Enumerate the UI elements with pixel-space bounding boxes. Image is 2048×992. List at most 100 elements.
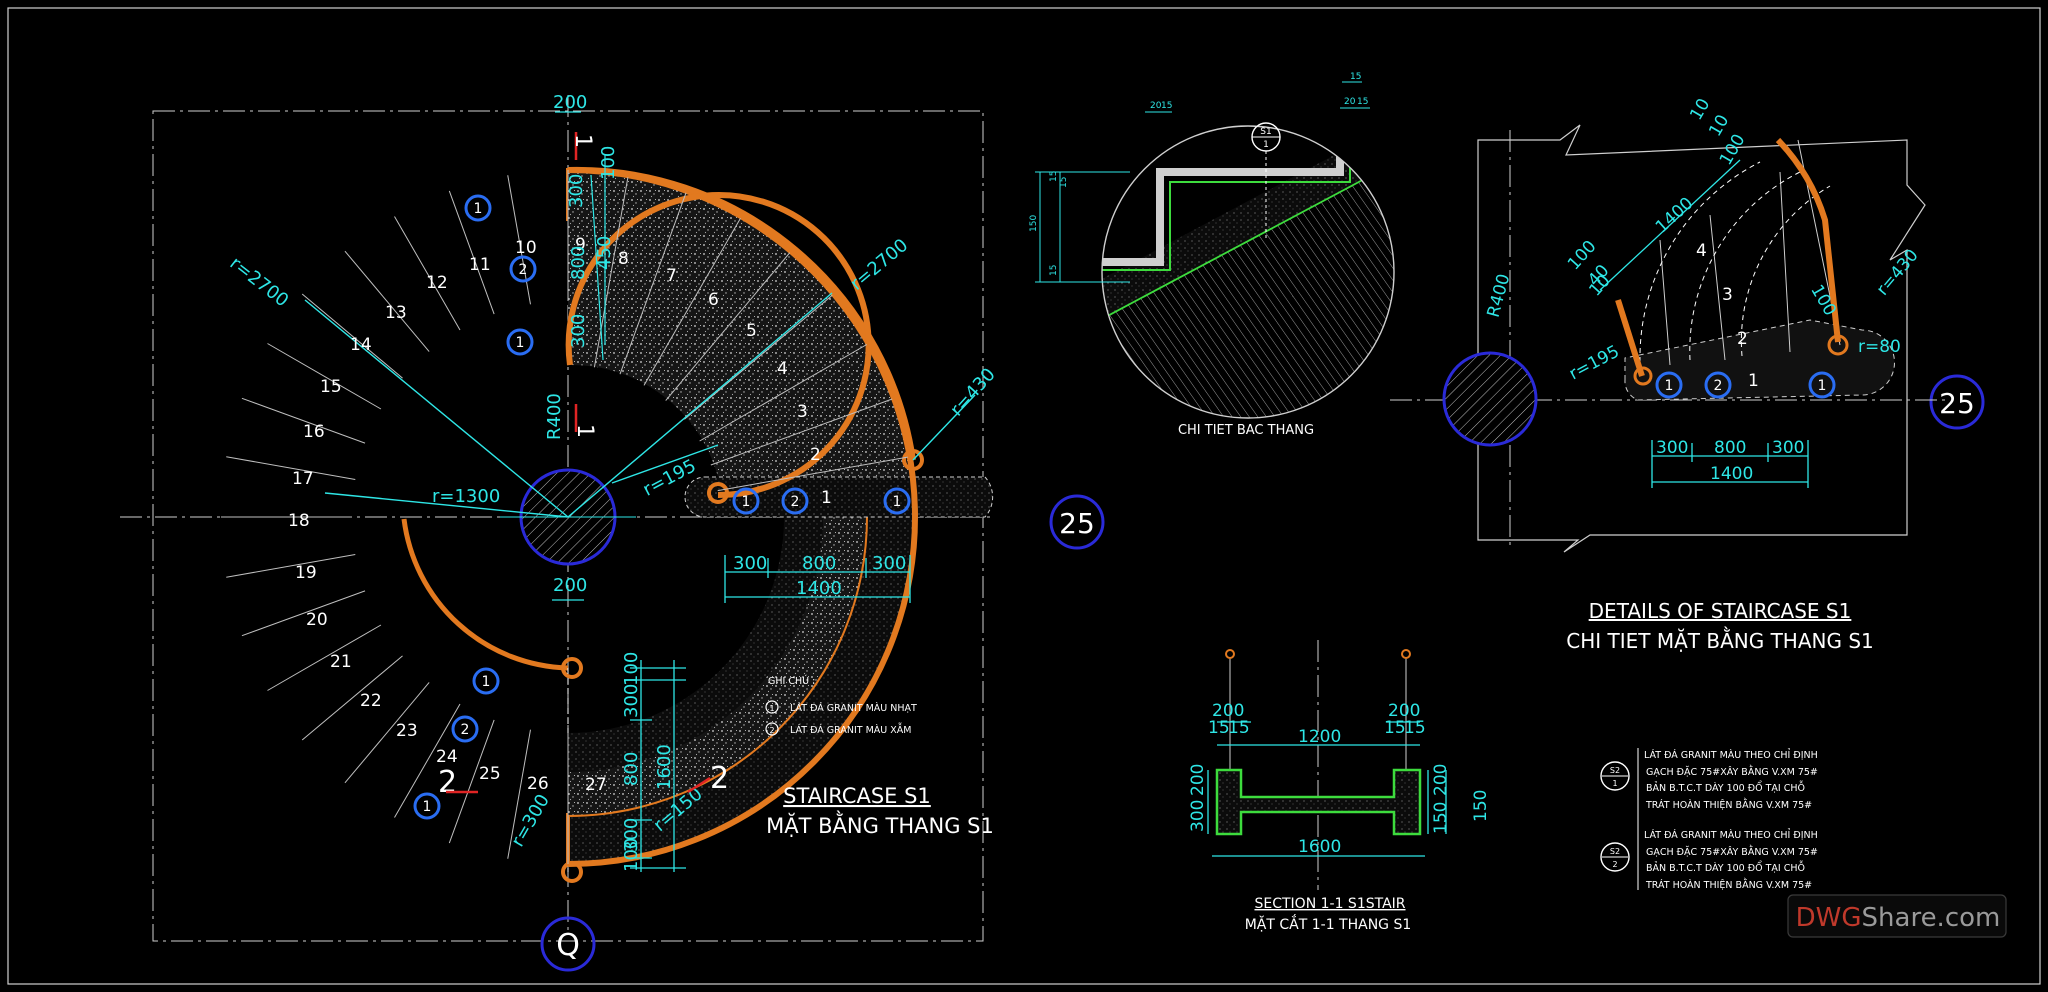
- note-1-line-3: BẢN B.T.C.T DÀY 100 ĐỔ TẠI CHỖ: [1646, 781, 1805, 794]
- section-mark-2-left: 2: [438, 765, 457, 800]
- step-number: 14: [350, 335, 372, 355]
- dim-text: 300: [733, 553, 767, 574]
- staircase-detail-plan: 1 2 3 4 1 2 1 1400 100 40 10 10 10 100 1…: [1390, 95, 1950, 653]
- step-number: 9: [575, 235, 586, 255]
- step-number: 21: [330, 652, 352, 672]
- step-number: 5: [746, 321, 757, 341]
- svg-text:1: 1: [1665, 378, 1674, 394]
- step-number: 7: [666, 266, 677, 286]
- svg-text:1400: 1400: [1652, 193, 1698, 237]
- svg-text:150: 150: [1029, 215, 1039, 232]
- grid-bubble-label: Q: [556, 928, 580, 963]
- step-line: [344, 250, 430, 352]
- step-line: [717, 456, 908, 492]
- detail-column: [1442, 351, 1538, 447]
- staircase-plan: 1 2 3 4 5 6 7 8 9 10 11 12 13 14 15 16 1…: [120, 92, 1000, 972]
- svg-text:1: 1: [482, 674, 491, 690]
- grid-bubble-q: [540, 916, 596, 972]
- step-number: 3: [797, 402, 808, 422]
- step-number: 17: [292, 469, 314, 489]
- note-1-line-4: TRÁT HOÀN THIỆN BẰNG V.XM 75#: [1645, 798, 1812, 811]
- section-dims: 200 15 15 200 15 15 1200 1600 200 300 20…: [1188, 701, 1491, 857]
- note-1-line-2: GẠCH ĐẶC 75#XÂY BẰNG V.XM 75#: [1646, 765, 1818, 778]
- section-profile: [1215, 768, 1422, 836]
- step-line: [344, 682, 430, 784]
- svg-text:20: 20: [1344, 97, 1356, 107]
- detail-step-number: 2: [1737, 329, 1748, 349]
- svg-text:r=430: r=430: [1873, 246, 1923, 300]
- svg-text:15: 15: [1350, 72, 1361, 82]
- svg-text:1: 1: [1818, 378, 1827, 394]
- step-number: 19: [295, 563, 317, 583]
- step-callout-bottom: 1: [1263, 140, 1269, 150]
- dim-text: R400: [544, 393, 565, 440]
- step-line: [507, 729, 531, 859]
- section-mark-1-bottom: 1: [572, 424, 597, 438]
- step-number: 18: [288, 511, 310, 531]
- step-number: 1: [821, 488, 832, 508]
- svg-text:150: 150: [1471, 790, 1491, 822]
- plan-title-vn: MẶT BẰNG THANG S1: [766, 810, 994, 838]
- section-1-1: 200 15 15 200 15 15 1200 1600 200 300 20…: [1188, 640, 1491, 933]
- step-detail: S1 1 20 15 15 20 15 150 15 15 15 CHI TIE…: [1029, 72, 1395, 438]
- svg-text:200: 200: [1388, 701, 1420, 721]
- step-line: [448, 190, 495, 315]
- svg-text:2: 2: [1714, 378, 1723, 394]
- dim-text: 200: [553, 92, 587, 113]
- watermark: DWGShare.com: [1787, 894, 2007, 938]
- break-frame: [1477, 124, 1926, 553]
- inner-handrail: [565, 192, 872, 499]
- svg-text:150: 150: [1431, 802, 1451, 834]
- step-detail-circle: [1101, 125, 1395, 419]
- scale-bubble-1: [1049, 494, 1105, 550]
- sheet-border: [7, 7, 2041, 985]
- step-number: 16: [303, 422, 325, 442]
- step-number: 12: [426, 273, 448, 293]
- svg-text:15: 15: [1049, 265, 1059, 276]
- dim-text: 100: [598, 146, 619, 180]
- watermark-part-2: Share.com: [1862, 903, 2001, 933]
- step-number: 27: [585, 775, 607, 795]
- step-line: [710, 398, 893, 466]
- material-tags: [413, 194, 911, 820]
- svg-text:2: 2: [1612, 860, 1617, 869]
- svg-text:1600: 1600: [1298, 837, 1341, 857]
- svg-text:1: 1: [769, 704, 774, 713]
- rail-end-1: [707, 482, 729, 504]
- dim-text: 200: [553, 575, 587, 596]
- step-number: 2: [810, 445, 821, 465]
- outer-handrail: [567, 167, 918, 867]
- svg-text:15: 15: [1161, 101, 1172, 111]
- svg-text:1: 1: [742, 494, 751, 510]
- rail-end-3: [561, 657, 583, 679]
- svg-text:300: 300: [1188, 800, 1208, 832]
- svg-text:20: 20: [1150, 101, 1162, 111]
- dim-text: r=2700: [846, 235, 912, 295]
- step-number: 11: [469, 255, 491, 275]
- svg-text:r=80: r=80: [1858, 337, 1901, 357]
- step-line: [267, 624, 382, 691]
- detail-plan-title-vn: CHI TIET MẶT BẰNG THANG S1: [1566, 627, 1874, 653]
- step-detail-dims: 20 15 15 20 15 150 15 15 15: [1029, 72, 1370, 283]
- section-marks: 1 1 2 2: [438, 132, 729, 800]
- svg-text:15: 15: [1357, 97, 1368, 107]
- inner-handrail-lower: [401, 518, 569, 671]
- step-line: [665, 252, 791, 401]
- step-number: 15: [320, 377, 342, 397]
- svg-text:10: 10: [1686, 95, 1714, 124]
- step-callout-top: S1: [1260, 127, 1271, 137]
- step-number: 4: [777, 359, 788, 379]
- dim-text: 800: [621, 752, 642, 786]
- rail-end-2: [902, 449, 924, 471]
- svg-text:15: 15: [1059, 177, 1069, 188]
- note-tag-2: [1600, 842, 1630, 872]
- step-line: [619, 192, 687, 375]
- section-mark-1-top: 1: [570, 134, 595, 148]
- svg-text:S2: S2: [1610, 766, 1620, 775]
- dim-text: 300: [566, 174, 587, 208]
- dim-text: 800: [568, 246, 589, 280]
- legend-title: GHI CHÚ :: [768, 675, 815, 687]
- material-tag-labels: 1 2 1 1 2 1 1 2 1: [423, 201, 902, 815]
- detail-plan-dims: 1400 100 40 10 10 10 100 100 R400 r=195 …: [1484, 95, 1923, 488]
